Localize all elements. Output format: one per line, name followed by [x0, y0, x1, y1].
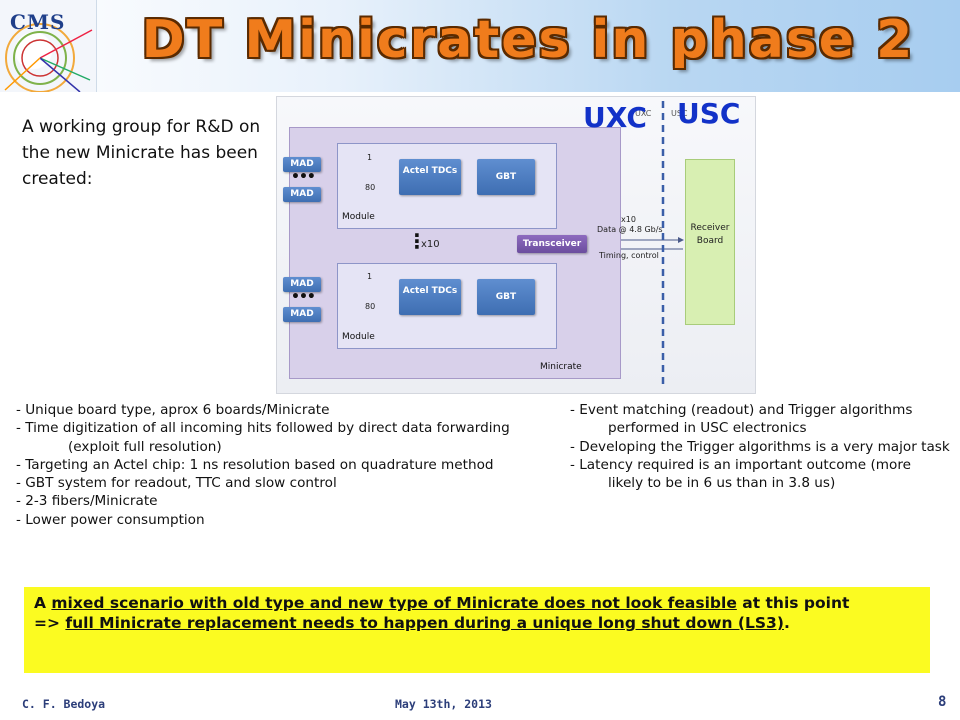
mad-ellipsis: •••: [291, 169, 316, 185]
conclusion-emphasis: mixed scenario with old type and new typ…: [51, 594, 737, 612]
conclusion-prefix: A: [34, 594, 52, 612]
bullet-item: - GBT system for readout, TTC and slow c…: [16, 475, 337, 492]
channel-last: 80: [365, 302, 376, 311]
actel-tdc-block: Actel TDCs: [399, 159, 461, 195]
conclusion-box: A mixed scenario with old type and new t…: [24, 587, 930, 673]
bullets-right: - Event matching (readout) and Trigger a…: [570, 401, 950, 492]
module-label: Module: [342, 212, 375, 222]
transceiver-block: Transceiver: [517, 235, 587, 253]
module-label: Module: [342, 332, 375, 342]
usc-label: USC: [677, 97, 741, 130]
uxc-label: UXC: [583, 101, 647, 134]
actel-tdc-block: Actel TDCs: [399, 279, 461, 315]
link-timing-control: Timing, control: [599, 251, 659, 260]
modules-vdots: ⋮: [407, 229, 427, 253]
cms-logo: [0, 0, 97, 92]
channel-first: 1: [367, 272, 373, 281]
mad-block: MAD: [283, 157, 321, 172]
bullet-item: - Time digitization of all incoming hits…: [16, 420, 510, 455]
page-title: DT Minicrates in phase 2: [141, 10, 915, 70]
footer-author: C. F. Bedoya: [22, 697, 106, 711]
channel-first: 1: [367, 153, 373, 162]
usc-small-label: USC: [671, 109, 688, 118]
bullet-item: - 2-3 fibers/Minicrate: [16, 493, 158, 510]
bullet-item: - Unique board type, aprox 6 boards/Mini…: [16, 402, 330, 418]
uxc-small-label: UXC: [635, 109, 652, 118]
bullet-item: - Lower power consumption: [16, 511, 205, 528]
header-banner: [0, 0, 960, 92]
gbt-block: GBT: [477, 279, 535, 315]
bullet-item: - Latency required is an important outco…: [570, 456, 911, 492]
cms-logo-text: CMS: [10, 10, 66, 34]
bullet-item: - Targeting an Actel chip: 1 ns resoluti…: [16, 456, 494, 473]
conclusion-emphasis: full Minicrate replacement needs to happ…: [65, 614, 784, 632]
conclusion-line-2: => full Minicrate replacement needs to h…: [34, 613, 920, 633]
cms-logo-graphic: [4, 23, 93, 92]
conclusion-line-1: A mixed scenario with old type and new t…: [34, 593, 920, 613]
bullet-item: - Developing the Trigger algorithms is a…: [570, 438, 950, 455]
mad-block: MAD: [283, 307, 321, 322]
link-multiplier: x10: [621, 215, 636, 224]
modules-multiplier: x10: [421, 239, 440, 250]
mad-ellipsis: •••: [291, 289, 316, 305]
mad-block: MAD: [283, 187, 321, 202]
intro-text: A working group for R&D on the new Minic…: [22, 117, 261, 189]
channel-last: 80: [365, 183, 376, 192]
footer-date: May 13th, 2013: [395, 697, 492, 711]
conclusion-suffix: .: [783, 614, 790, 632]
link-data-rate: Data @ 4.8 Gb/s: [597, 225, 663, 234]
page-number: 8: [938, 694, 947, 710]
conclusion-suffix: at this point: [736, 594, 850, 612]
gbt-block: GBT: [477, 159, 535, 195]
minicrate-label: Minicrate: [540, 362, 582, 372]
architecture-diagram: Minicrate Module MAD ••• MAD 1 80 Actel …: [276, 96, 756, 394]
receiver-board-block: Receiver Board: [685, 159, 735, 325]
mad-block: MAD: [283, 277, 321, 292]
bullet-item: - Event matching (readout) and Trigger a…: [570, 402, 913, 437]
bullets-left: - Unique board type, aprox 6 boards/Mini…: [16, 401, 556, 529]
conclusion-prefix: =>: [34, 614, 66, 632]
